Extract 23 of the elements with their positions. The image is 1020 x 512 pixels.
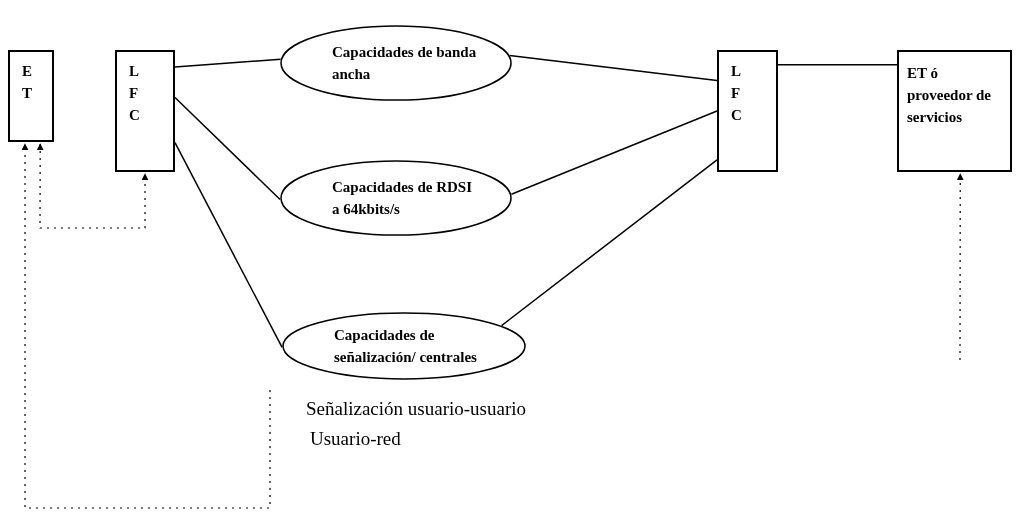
- node-label: Capacidades de RDSI a 64kbits/s: [332, 178, 474, 219]
- capability-ellipse: [280, 25, 512, 101]
- function-box: [717, 50, 778, 172]
- function-box: [115, 50, 175, 172]
- connector-line: [174, 96, 281, 201]
- connector-line: [777, 63, 898, 66]
- capability-ellipse: [282, 312, 526, 380]
- node-label: Capacidades de señalización/ centrales: [334, 326, 478, 367]
- dotted-arrow: [956, 173, 964, 361]
- dotted-arrow: [36, 143, 149, 229]
- connector-line: [508, 54, 718, 82]
- function-box: [897, 50, 1012, 172]
- node-label: L F C: [129, 62, 141, 125]
- dotted-arrow: [21, 143, 271, 509]
- node-label: E T: [22, 62, 33, 103]
- node-label: L F C: [731, 62, 743, 125]
- connector-line: [500, 159, 718, 327]
- node-label: ET ó proveedor de servicios: [907, 64, 993, 127]
- capability-ellipse: [280, 160, 512, 236]
- connector-line: [174, 58, 282, 68]
- connector-line: [510, 110, 718, 195]
- node-label: Capacidades de banda ancha: [332, 43, 478, 84]
- function-box: [8, 50, 54, 142]
